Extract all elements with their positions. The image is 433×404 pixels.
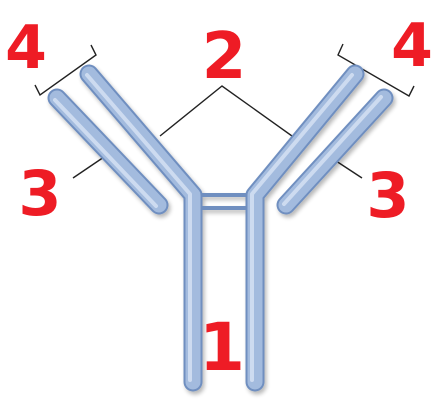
label-3-right: 3 <box>366 159 409 232</box>
leader-line-3-left <box>73 157 104 178</box>
label-4-right: 4 <box>391 11 433 81</box>
light-chain-left <box>55 98 159 206</box>
label-2: 2 <box>202 20 247 94</box>
label-1: 1 <box>199 309 245 386</box>
heavy-chain-left <box>87 74 193 382</box>
heavy-chain-right <box>252 74 355 382</box>
label-4-left: 4 <box>5 13 47 83</box>
label-3-left: 3 <box>18 157 61 230</box>
number-labels: 4 2 4 3 3 1 <box>5 11 433 386</box>
